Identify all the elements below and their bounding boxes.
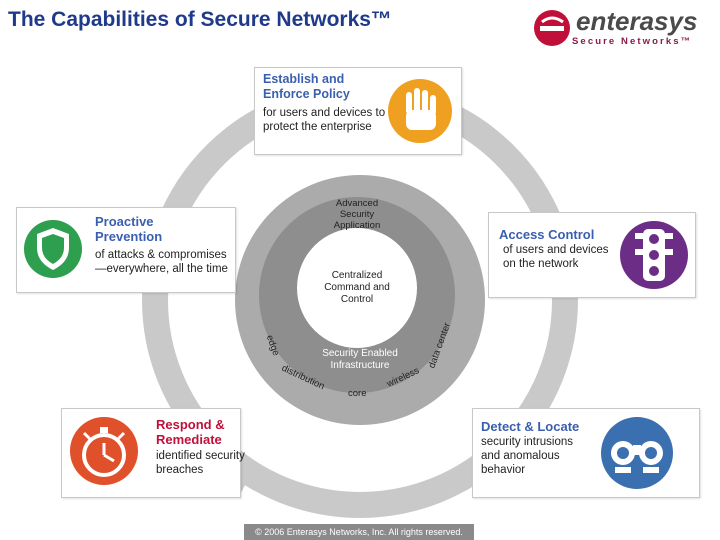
access-control-title: Access Control bbox=[499, 227, 595, 242]
shield-icon bbox=[24, 220, 82, 278]
respond-remediate-title: Respond & Remediate bbox=[156, 417, 225, 447]
logo-tagline: Secure Networks™ bbox=[572, 36, 693, 47]
respond-remediate-card: Respond & Remediate identified security … bbox=[61, 408, 245, 498]
access-control-card: Access Control of users and devices on t… bbox=[488, 212, 696, 298]
hand-stop-icon bbox=[388, 79, 452, 143]
infrastructure-label: Security Enabled Infrastructure bbox=[322, 348, 398, 371]
copyright-footer: © 2006 Enterasys Networks, Inc. All righ… bbox=[244, 524, 474, 540]
ring-label-core: core bbox=[348, 388, 367, 399]
access-control-desc: of users and devices on the network bbox=[503, 244, 609, 270]
respond-remediate-desc: identified security breaches bbox=[156, 450, 245, 476]
command-disc bbox=[297, 228, 417, 348]
establish-policy-title: Establish and Enforce Policy bbox=[263, 72, 350, 101]
enterasys-logo: enterasys Secure Networks™ bbox=[532, 6, 718, 52]
command-control-label: Centralized Command and Control bbox=[324, 270, 390, 305]
establish-policy-desc: for users and devices to protect the ent… bbox=[263, 107, 386, 133]
traffic-light-icon bbox=[620, 221, 688, 289]
binoculars-icon bbox=[601, 417, 673, 489]
proactive-prevention-card: Proactive Prevention of attacks & compro… bbox=[16, 207, 236, 293]
proactive-prevention-title: Proactive Prevention bbox=[95, 214, 163, 244]
stopwatch-icon bbox=[70, 417, 138, 485]
logo-e-icon bbox=[534, 10, 570, 46]
detect-locate-desc: security intrusions and anomalous behavi… bbox=[481, 436, 574, 476]
establish-policy-card: Establish and Enforce Policy for users a… bbox=[254, 67, 462, 155]
proactive-prevention-desc: of attacks & compromises —everywhere, al… bbox=[95, 249, 228, 275]
detect-locate-title: Detect & Locate bbox=[481, 419, 580, 434]
logo-brand: enterasys bbox=[576, 6, 698, 36]
detect-locate-card: Detect & Locate security intrusions and … bbox=[472, 408, 700, 498]
page-title: The Capabilities of Secure Networks™ bbox=[8, 8, 392, 31]
advanced-security-label: Advanced Security Application bbox=[333, 198, 381, 231]
